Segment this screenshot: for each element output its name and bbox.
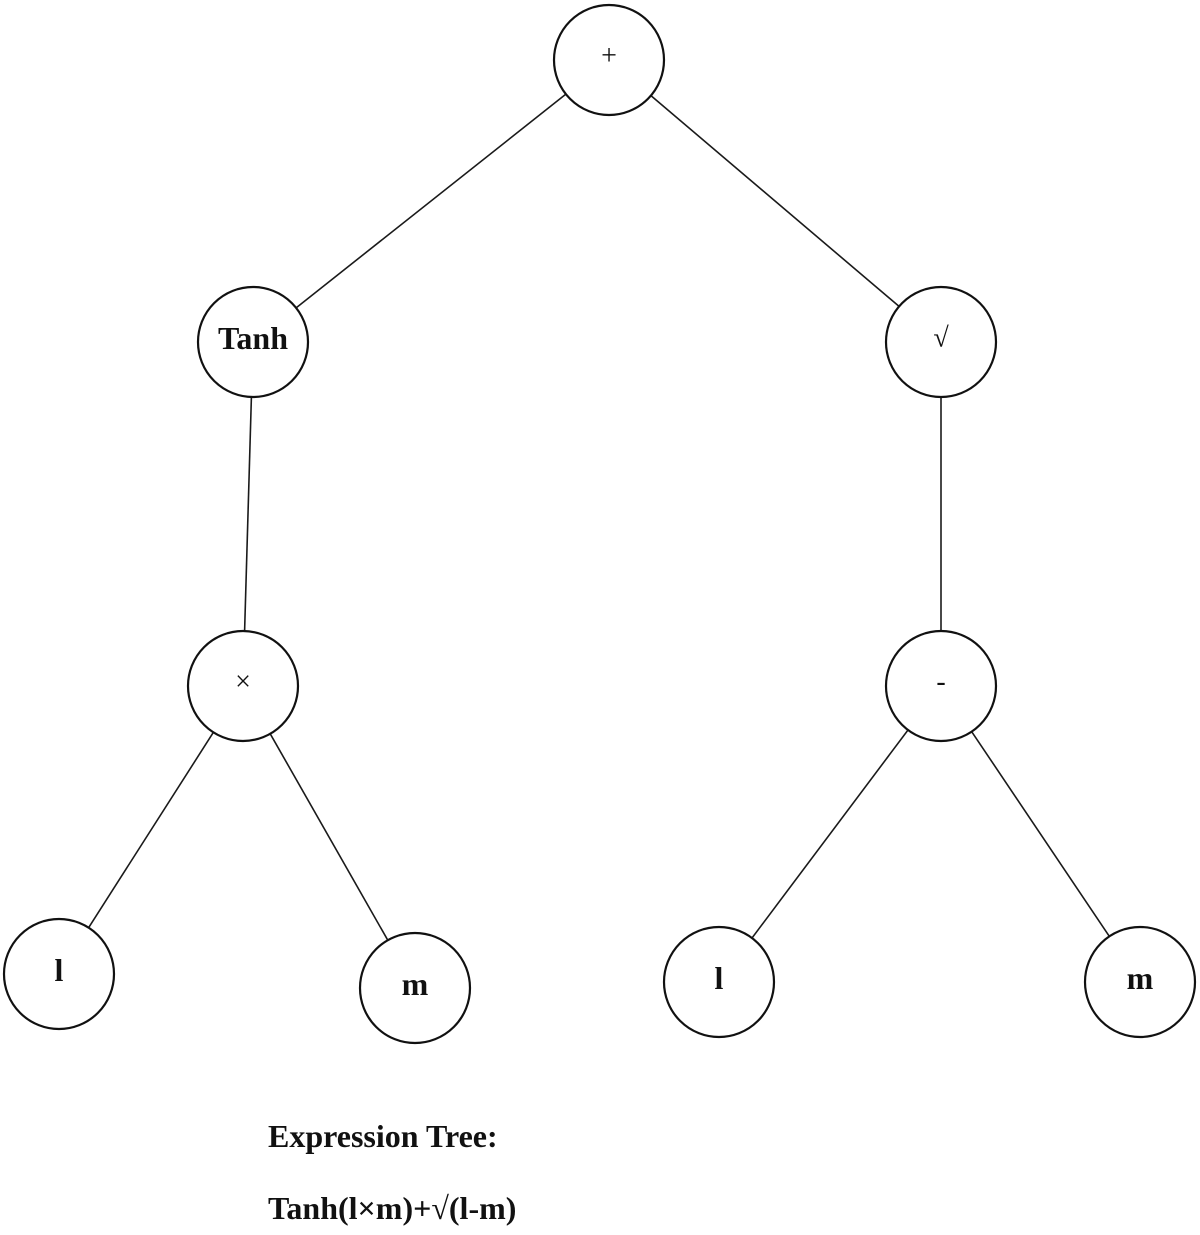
tree-edges bbox=[87, 93, 1110, 941]
caption-title: Expression Tree: bbox=[268, 1118, 498, 1154]
edge-minus-to-l2 bbox=[751, 729, 909, 939]
node-label: Tanh bbox=[218, 320, 288, 356]
node-circle bbox=[884, 285, 998, 399]
node-label: √ bbox=[933, 323, 949, 354]
node-label: + bbox=[601, 41, 617, 72]
edge-root-to-tanh bbox=[295, 93, 567, 309]
node-circle bbox=[358, 931, 472, 1045]
tree-nodes: + Tanh √ × - l m l m bbox=[2, 3, 1197, 1045]
tree-node-times: × bbox=[186, 629, 300, 743]
node-circle bbox=[2, 917, 116, 1031]
tree-node-sqrt: √ bbox=[884, 285, 998, 399]
tree-node-l2: l bbox=[662, 925, 776, 1039]
edge-minus-to-m2 bbox=[971, 731, 1110, 937]
node-circle bbox=[196, 285, 310, 399]
node-label: m bbox=[1127, 960, 1154, 996]
node-circle bbox=[884, 629, 998, 743]
tree-node-m1: m bbox=[358, 931, 472, 1045]
node-label: l bbox=[715, 960, 724, 996]
tree-node-minus: - bbox=[884, 629, 998, 743]
edge-root-to-sqrt bbox=[650, 94, 900, 308]
node-label: l bbox=[55, 952, 64, 988]
node-circle bbox=[1083, 925, 1197, 1039]
edge-tanh-to-times bbox=[243, 396, 253, 632]
tree-node-tanh: Tanh bbox=[196, 285, 310, 399]
node-label: - bbox=[936, 667, 945, 698]
node-circle bbox=[552, 3, 666, 117]
node-label: m bbox=[402, 966, 429, 1002]
tree-node-l1: l bbox=[2, 917, 116, 1031]
node-circle bbox=[662, 925, 776, 1039]
tree-node-root: + bbox=[552, 3, 666, 117]
edge-times-to-m1 bbox=[269, 733, 389, 941]
edge-times-to-l1 bbox=[87, 731, 215, 929]
node-label: × bbox=[235, 667, 251, 698]
tree-node-m2: m bbox=[1083, 925, 1197, 1039]
node-circle bbox=[186, 629, 300, 743]
caption-expression: Tanh(l×m)+√(l-m) bbox=[268, 1190, 517, 1226]
